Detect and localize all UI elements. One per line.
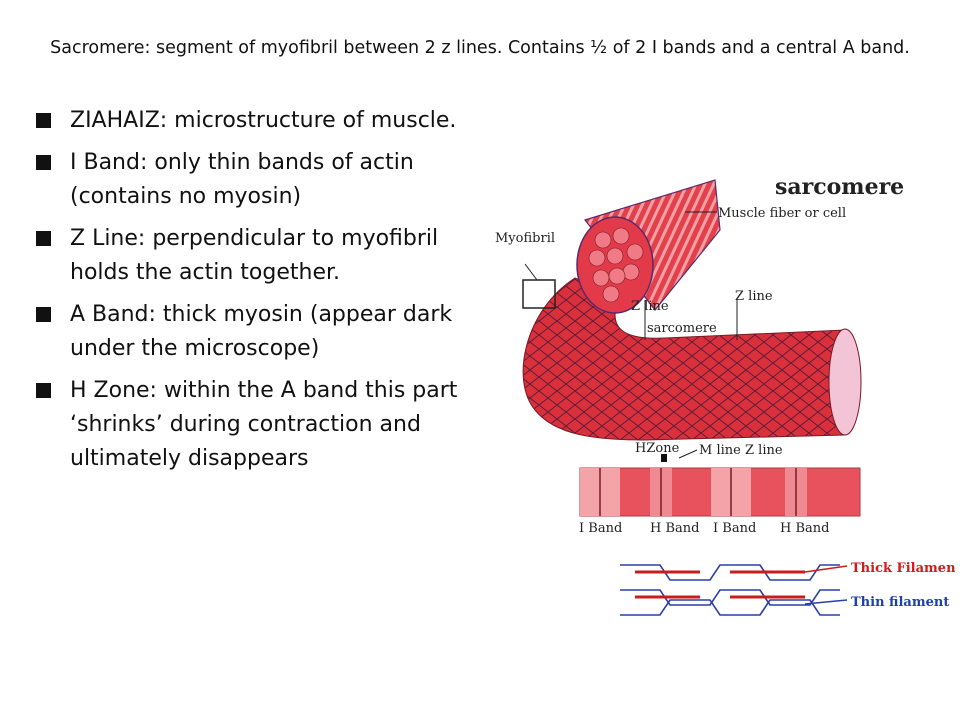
bullet-text: ZIAHAIZ: microstructure of muscle. — [70, 108, 457, 133]
sarcomere-illustration: sarcomere Myofibril Muscle fiber or cell… — [495, 174, 960, 622]
label-thin-filament: Thin filament — [851, 595, 949, 610]
bullet-text: H Zone: within the A band this part ‘shr… — [70, 378, 458, 471]
square-bullet-icon — [36, 307, 51, 322]
myofibril-end-cap — [828, 328, 862, 436]
bullet-text: Z Line: perpendicular to myofibril holds… — [70, 226, 439, 285]
label-band-3: I Band — [713, 521, 756, 536]
bullet-text: I Band: only thin bands of actin (contai… — [70, 150, 414, 209]
label-z-line-1: Z line — [631, 299, 669, 314]
label-myofibril: Myofibril — [495, 231, 555, 246]
filament-lattice — [620, 552, 840, 622]
bullet-item: A Band: thick myosin (appear dark under … — [36, 298, 476, 366]
square-bullet-icon — [36, 231, 51, 246]
fibril-bundles — [588, 227, 644, 303]
label-h-zone: HZone — [635, 441, 680, 456]
bullet-item: Z Line: perpendicular to myofibril holds… — [36, 222, 476, 290]
bullet-item: I Band: only thin bands of actin (contai… — [36, 146, 476, 214]
label-z-line-2: Z line — [735, 289, 773, 304]
label-band-1: I Band — [579, 521, 622, 536]
label-band-2: H Band — [650, 521, 699, 536]
label-thick-filament: Thick Filament — [851, 561, 955, 576]
banded-strip — [579, 467, 861, 517]
square-bullet-icon — [36, 155, 51, 170]
sarcomere-diagram: sarcomere Myofibril Muscle fiber or cell… — [485, 160, 960, 640]
myofibril-marker-box — [522, 279, 556, 309]
square-bullet-icon — [36, 113, 51, 128]
bullet-text: A Band: thick myosin (appear dark under … — [70, 302, 453, 361]
square-bullet-icon — [36, 383, 51, 398]
label-muscle-fiber: Muscle fiber or cell — [718, 206, 846, 221]
label-z-line-3: Z line — [745, 443, 783, 458]
slide-title: Sacromere: segment of myofibril between … — [50, 38, 910, 58]
bullet-list: ZIAHAIZ: microstructure of muscle. I Ban… — [36, 104, 476, 484]
bullet-item: H Zone: within the A band this part ‘shr… — [36, 374, 476, 476]
myofibril-shape — [522, 277, 846, 441]
label-sarcomere: sarcomere — [647, 321, 717, 336]
label-band-4: H Band — [780, 521, 829, 536]
diagram-heading: sarcomere — [775, 174, 904, 200]
label-m-line: M line — [699, 443, 741, 458]
bullet-item: ZIAHAIZ: microstructure of muscle. — [36, 104, 476, 138]
